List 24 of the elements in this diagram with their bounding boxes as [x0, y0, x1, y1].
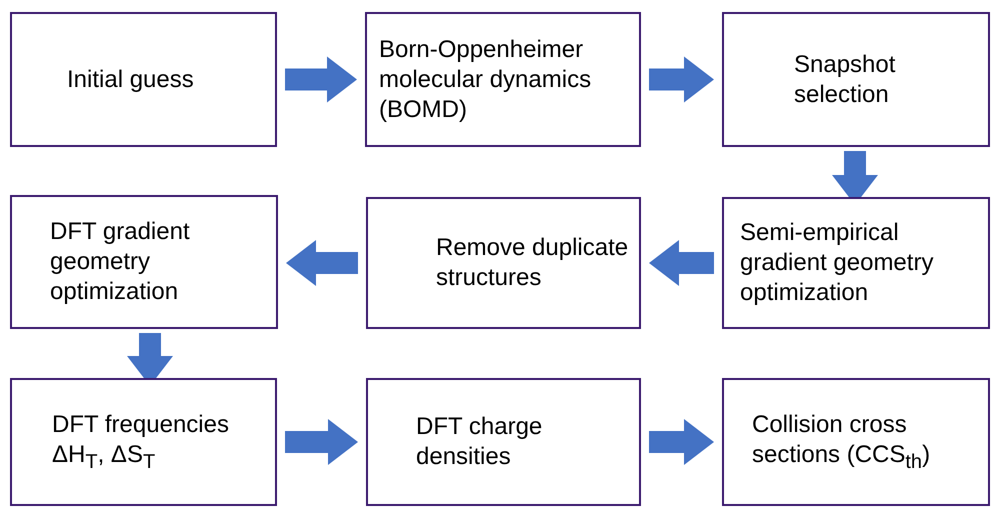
step-label: Collision cross sections (CCS$_{th}$): [752, 410, 932, 474]
step-label: Semi-empirical gradient geometry optimization: [740, 218, 934, 308]
step-label: DFT frequencies ΔH$_{T}$, ΔS$_{T}$: [52, 410, 230, 474]
block-arrow: [649, 419, 714, 465]
process-box: [365, 12, 641, 147]
step-label: DFT charge densities: [416, 412, 544, 472]
process-box: [722, 12, 990, 147]
process-box: [366, 378, 641, 506]
process-box: [10, 378, 277, 506]
process-box: [10, 12, 277, 147]
block-arrow: [649, 56, 714, 102]
process-box: [10, 195, 278, 329]
step-label: Born-Oppenheimer molecular dynamics (BOMD): [379, 34, 592, 124]
block-arrow: [286, 240, 358, 286]
process-box: [722, 378, 990, 506]
block-arrow: [649, 240, 714, 286]
process-box: [722, 197, 990, 329]
step-label: DFT gradient geometry optimization: [50, 217, 191, 307]
process-box: [366, 197, 641, 329]
step-label: Remove duplicate structures: [436, 233, 630, 293]
step-label: Snapshot selection: [794, 50, 896, 110]
block-arrow: [285, 419, 358, 465]
step-label: Initial guess: [67, 64, 194, 94]
block-arrow: [285, 56, 357, 102]
